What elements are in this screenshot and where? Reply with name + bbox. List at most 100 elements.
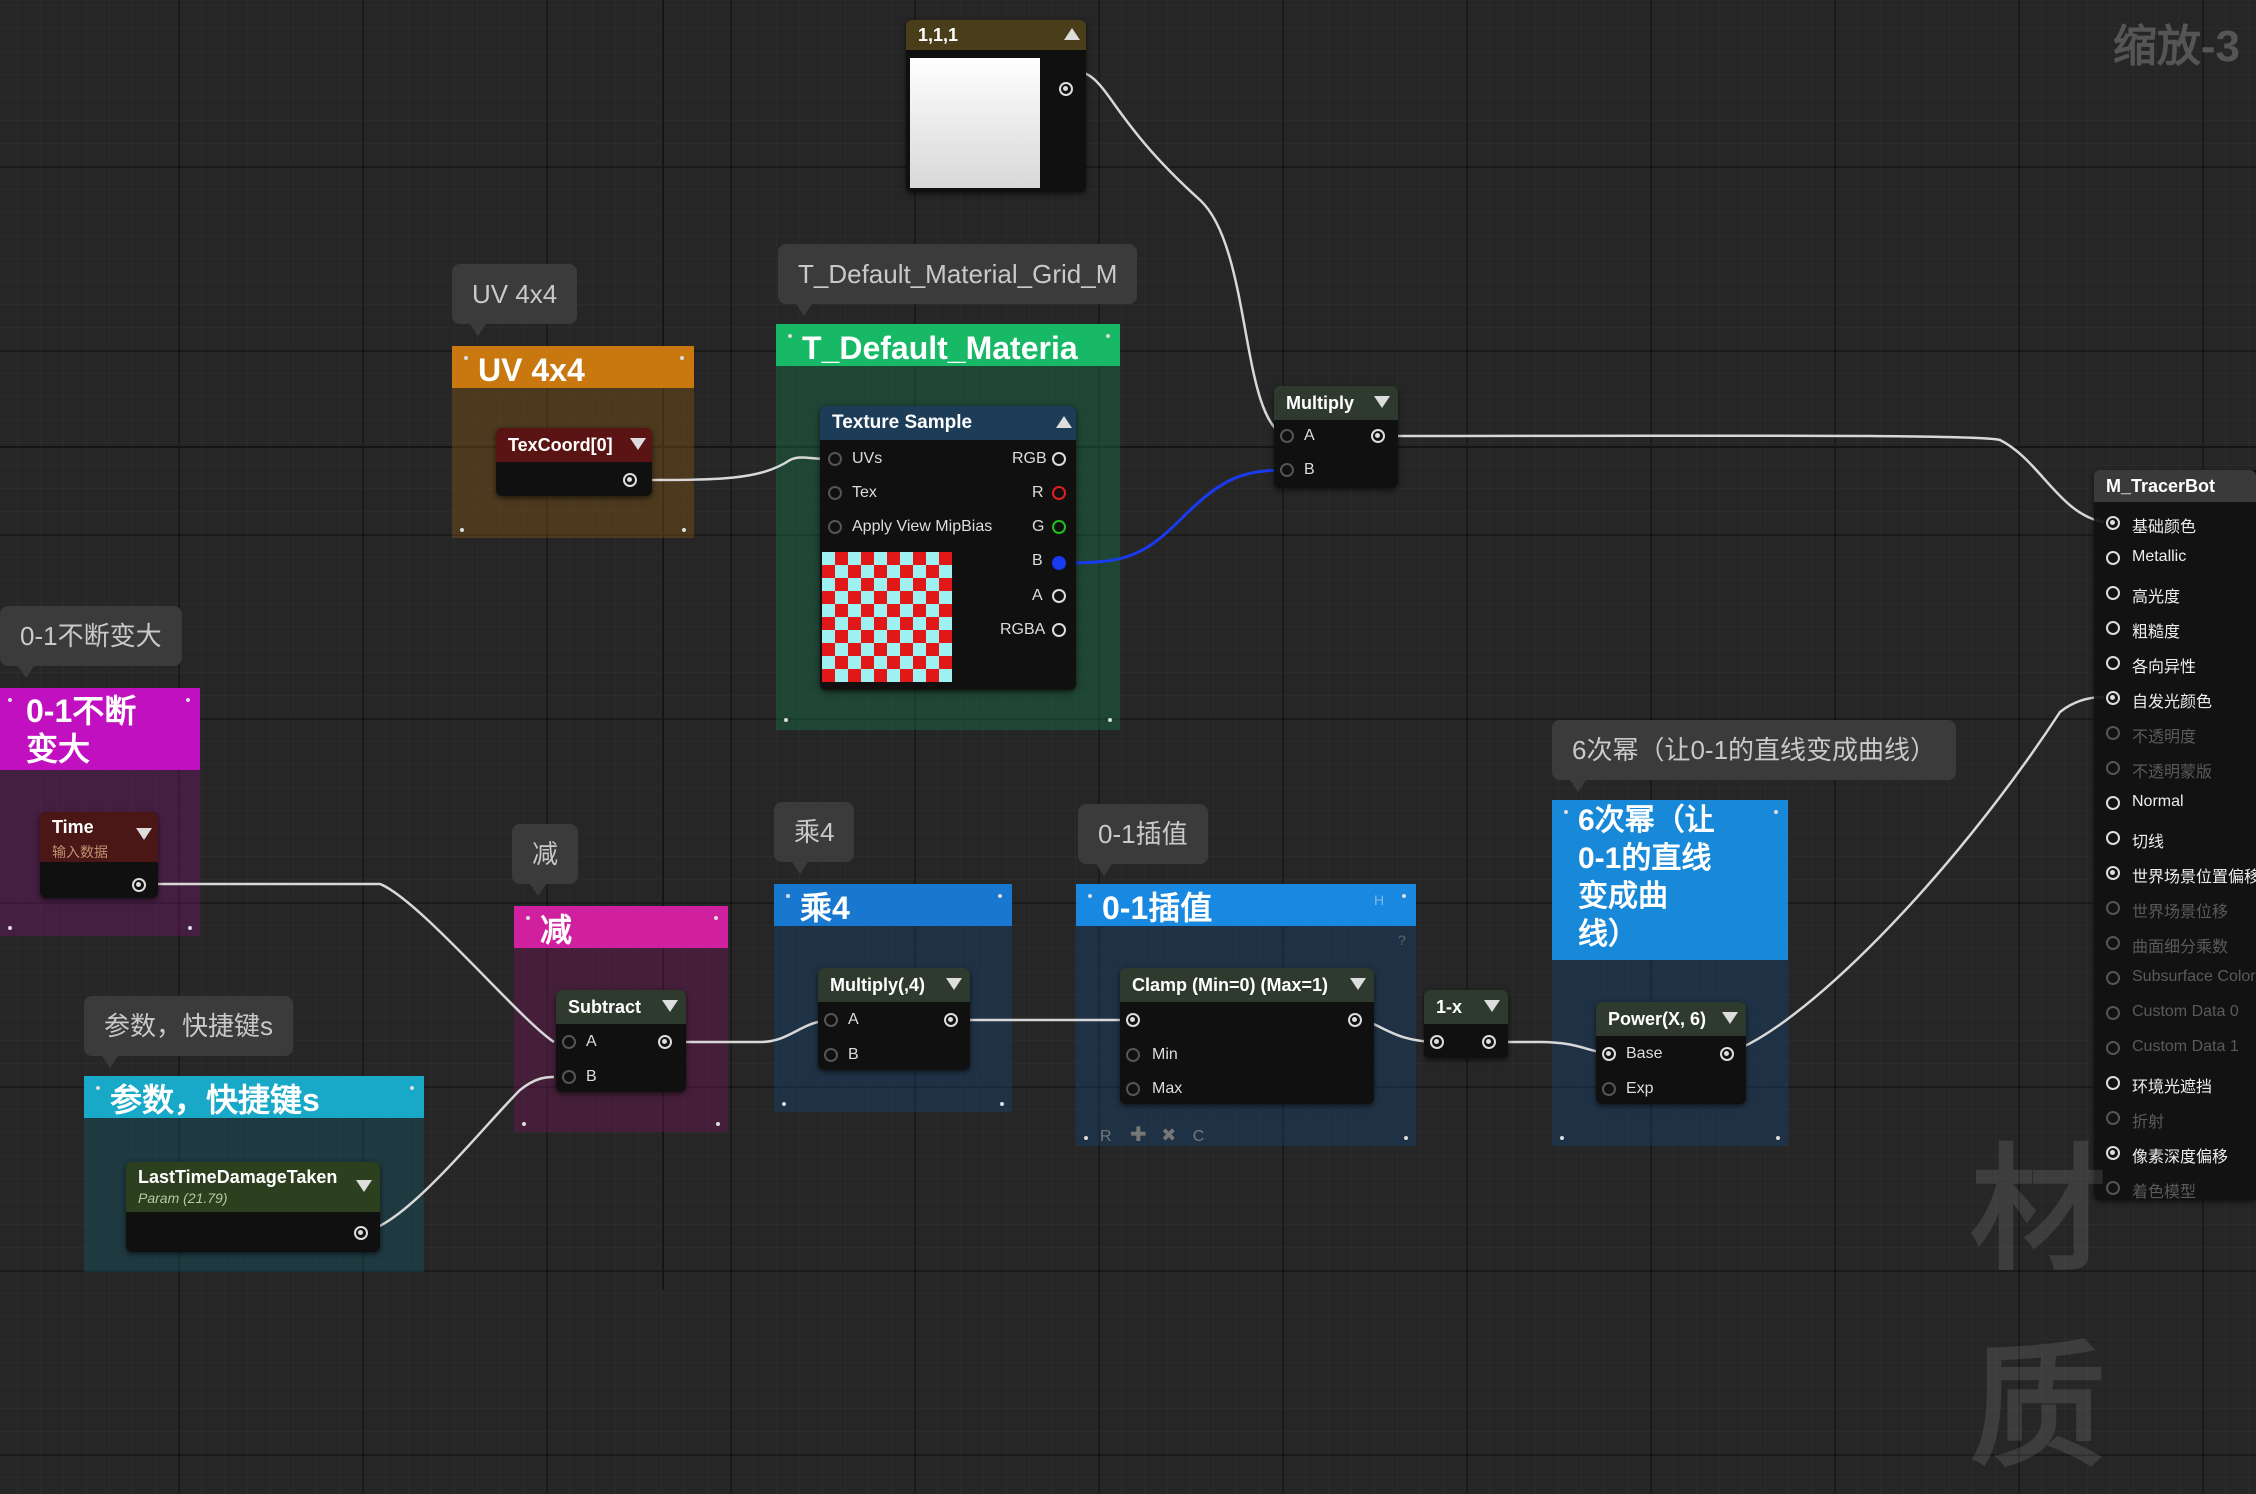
- result-pin-row[interactable]: Custom Data 1: [2096, 1031, 2256, 1065]
- comment-header-texture[interactable]: T_Default_Materia: [776, 324, 1120, 366]
- multiply4-input-pin-a[interactable]: [824, 1013, 838, 1027]
- one-minus-input-pin[interactable]: [1430, 1035, 1444, 1049]
- power-output-pin[interactable]: [1720, 1047, 1734, 1061]
- result-input-pin[interactable]: [2106, 551, 2120, 565]
- texture-output-pin-rgba[interactable]: [1052, 623, 1066, 637]
- result-pin-row[interactable]: 自发光颜色: [2096, 681, 2256, 715]
- result-input-pin[interactable]: [2106, 586, 2120, 600]
- texture-output-pin-g[interactable]: [1052, 520, 1066, 534]
- dropdown-arrow-icon[interactable]: [630, 438, 646, 450]
- collapse-arrow-icon[interactable]: [1064, 28, 1080, 40]
- close-icon[interactable]: ✖: [1161, 1125, 1177, 1145]
- power-input-pin-base[interactable]: [1602, 1047, 1616, 1061]
- texture-input-pin-tex[interactable]: [828, 486, 842, 500]
- result-input-pin[interactable]: [2106, 866, 2120, 880]
- multiply-node[interactable]: Multiply A B: [1274, 386, 1398, 488]
- comment-header-multiply4[interactable]: 乘4: [774, 884, 1012, 926]
- dropdown-arrow-icon[interactable]: [356, 1180, 372, 1192]
- multiply4-node[interactable]: Multiply(,4) A B: [818, 968, 970, 1070]
- time-output-pin[interactable]: [132, 878, 146, 892]
- multiply-input-pin-a[interactable]: [1280, 429, 1294, 443]
- result-input-pin[interactable]: [2106, 1006, 2120, 1020]
- result-input-pin[interactable]: [2106, 1111, 2120, 1125]
- result-pin-row[interactable]: 不透明度: [2096, 716, 2256, 750]
- texcoord-node[interactable]: TexCoord[0]: [496, 428, 652, 496]
- result-input-pin[interactable]: [2106, 691, 2120, 705]
- result-pin-row[interactable]: Custom Data 0: [2096, 996, 2256, 1030]
- constant-output-pin[interactable]: [1059, 82, 1073, 96]
- comment-header-power[interactable]: 6次幂（让 0-1的直线 变成曲 线）: [1552, 800, 1788, 960]
- result-pin-row[interactable]: 环境光遮挡: [2096, 1066, 2256, 1100]
- texture-output-pin-r[interactable]: [1052, 486, 1066, 500]
- result-pin-row[interactable]: 像素深度偏移: [2096, 1136, 2256, 1170]
- constant-node[interactable]: 1,1,1: [906, 20, 1086, 192]
- result-pin-row[interactable]: 世界场景位移: [2096, 891, 2256, 925]
- result-input-pin[interactable]: [2106, 1146, 2120, 1160]
- result-input-pin[interactable]: [2106, 796, 2120, 810]
- comment-header-uv[interactable]: UV 4x4: [452, 346, 694, 388]
- comment-header-param[interactable]: 参数，快捷键s: [84, 1076, 424, 1118]
- clamp-input-pin[interactable]: [1126, 1013, 1140, 1027]
- subtract-input-pin-a[interactable]: [562, 1035, 576, 1049]
- result-pin-row[interactable]: Normal: [2096, 786, 2256, 820]
- result-input-pin[interactable]: [2106, 656, 2120, 670]
- dropdown-arrow-icon[interactable]: [1722, 1012, 1738, 1024]
- subtract-node[interactable]: Subtract A B: [556, 990, 686, 1092]
- result-input-pin[interactable]: [2106, 936, 2120, 950]
- clamp-output-pin[interactable]: [1348, 1013, 1362, 1027]
- dropdown-arrow-icon[interactable]: [1350, 978, 1366, 990]
- power-input-pin-exp[interactable]: [1602, 1082, 1616, 1096]
- result-pin-row[interactable]: Subsurface Color: [2096, 961, 2256, 995]
- result-input-pin[interactable]: [2106, 831, 2120, 845]
- texcoord-output-pin[interactable]: [623, 473, 637, 487]
- time-node[interactable]: Time 输入数据: [40, 812, 158, 898]
- clamp-input-pin-max[interactable]: [1126, 1082, 1140, 1096]
- result-pin-row[interactable]: 基础颜色: [2096, 506, 2256, 540]
- dropdown-arrow-icon[interactable]: [1484, 1000, 1500, 1012]
- result-pin-row[interactable]: 不透明蒙版: [2096, 751, 2256, 785]
- comment-header-time[interactable]: 0-1不断 变大: [0, 688, 200, 770]
- power-node[interactable]: Power(X, 6) Base Exp: [1596, 1002, 1746, 1104]
- result-pin-row[interactable]: Metallic: [2096, 541, 2256, 575]
- dropdown-arrow-icon[interactable]: [662, 1000, 678, 1012]
- subtract-input-pin-b[interactable]: [562, 1070, 576, 1084]
- result-pin-row[interactable]: 粗糙度: [2096, 611, 2256, 645]
- subtract-output-pin[interactable]: [658, 1035, 672, 1049]
- comment-header-subtract[interactable]: 减: [514, 906, 728, 948]
- result-pin-row[interactable]: 高光度: [2096, 576, 2256, 610]
- multiply4-input-pin-b[interactable]: [824, 1048, 838, 1062]
- result-input-pin[interactable]: [2106, 1181, 2120, 1195]
- texture-input-pin-mipbias[interactable]: [828, 520, 842, 534]
- plus-icon[interactable]: ✚: [1130, 1124, 1147, 1146]
- texture-output-pin-a[interactable]: [1052, 589, 1066, 603]
- one-minus-output-pin[interactable]: [1482, 1035, 1496, 1049]
- param-node[interactable]: LastTimeDamageTaken Param (21.79): [126, 1162, 380, 1252]
- result-input-pin[interactable]: [2106, 761, 2120, 775]
- multiply4-output-pin[interactable]: [944, 1013, 958, 1027]
- result-pin-row[interactable]: 各向异性: [2096, 646, 2256, 680]
- lerp-footer-r[interactable]: R: [1100, 1128, 1112, 1145]
- texture-sample-node[interactable]: Texture Sample UVs Tex Apply View MipBia…: [820, 406, 1076, 690]
- result-pin-row[interactable]: 切线: [2096, 821, 2256, 855]
- result-input-pin[interactable]: [2106, 1041, 2120, 1055]
- result-input-pin[interactable]: [2106, 901, 2120, 915]
- dropdown-arrow-icon[interactable]: [136, 828, 152, 840]
- result-pin-row[interactable]: 曲面细分乘数: [2096, 926, 2256, 960]
- result-pin-row[interactable]: 世界场景位置偏移: [2096, 856, 2256, 890]
- clamp-input-pin-min[interactable]: [1126, 1048, 1140, 1062]
- dropdown-arrow-icon[interactable]: [946, 978, 962, 990]
- clamp-node[interactable]: Clamp (Min=0) (Max=1) Min Max: [1120, 968, 1374, 1104]
- result-input-pin[interactable]: [2106, 1076, 2120, 1090]
- result-pin-row[interactable]: 着色模型: [2096, 1171, 2256, 1205]
- param-output-pin[interactable]: [354, 1226, 368, 1240]
- result-input-pin[interactable]: [2106, 621, 2120, 635]
- collapse-arrow-icon[interactable]: [1056, 416, 1072, 428]
- multiply-input-pin-b[interactable]: [1280, 463, 1294, 477]
- lerp-footer-c[interactable]: C: [1192, 1128, 1205, 1145]
- result-input-pin[interactable]: [2106, 516, 2120, 530]
- comment-header-lerp[interactable]: 0-1插值: [1076, 884, 1416, 926]
- result-pin-row[interactable]: 折射: [2096, 1101, 2256, 1135]
- dropdown-arrow-icon[interactable]: [1374, 396, 1390, 408]
- texture-input-pin-uvs[interactable]: [828, 452, 842, 466]
- texture-output-pin-b[interactable]: [1052, 556, 1066, 570]
